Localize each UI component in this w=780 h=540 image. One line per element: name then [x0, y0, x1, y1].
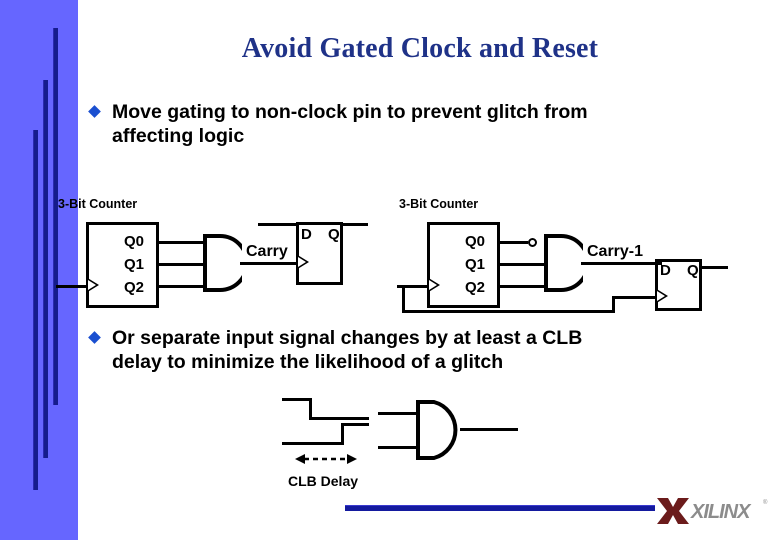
circuit-right-pin-q0: Q0 [465, 233, 486, 250]
waveform-and-gate-icon [416, 400, 458, 460]
circuit-right-carry1-label: Carry-1 [587, 243, 644, 260]
circuit-left-q0-wire [159, 241, 204, 244]
circuit-left-clock-wire [56, 285, 88, 288]
circuit-left-and-gate-icon [203, 234, 242, 292]
circuit-left-label: 3-Bit Counter [58, 197, 138, 211]
sidebar-band [0, 0, 78, 540]
circuit-right-q1-wire [500, 263, 545, 266]
circuit-left-ff-clock-triangle-inner [298, 257, 306, 267]
bullet-1-text: Move gating to non-clock pin to prevent … [112, 100, 588, 148]
circuit-right-clock-wire [397, 285, 428, 288]
circuit-right-pin-q2: Q2 [465, 279, 486, 296]
waveform-and-input-top-wire [378, 412, 418, 415]
circuit-left-pin-q1: Q1 [124, 256, 145, 273]
circuit-left-carry-label: Carry [246, 243, 288, 260]
accent-bar-long [53, 28, 58, 405]
bullet-2-line-2: delay to minimize the likelihood of a gl… [112, 351, 504, 373]
bullet-1-line-1: Move gating to non-clock pin to prevent … [112, 101, 588, 123]
waveform-bottom-high-segment [341, 423, 369, 426]
waveform-top-low-segment [309, 417, 369, 420]
waveform-bottom-rising-edge [341, 423, 344, 445]
circuit-left-pin-q0: Q0 [124, 233, 145, 250]
bullet-item-2: Or separate input signal changes by at l… [88, 326, 750, 374]
bullet-diamond-icon-2 [88, 331, 101, 344]
clb-delay-arrow-icon [295, 454, 357, 464]
accent-bar-medium [43, 80, 48, 458]
waveform-and-input-bottom-wire [378, 446, 418, 449]
page-title: Avoid Gated Clock and Reset [241, 33, 599, 64]
circuit-left-ff-d-label: D [301, 226, 312, 243]
clb-delay-caption: CLB Delay [288, 473, 359, 489]
circuit-left-pin-q2: Q2 [124, 279, 145, 296]
circuit-right-clock-triangle-inner [429, 280, 437, 290]
circuit-right-label: 3-Bit Counter [399, 197, 479, 211]
accent-bar-short [33, 130, 38, 490]
circuit-right-counter-box [427, 222, 500, 308]
circuit-right-flipflop-box [655, 259, 702, 311]
circuit-left-ff-d-input-wire [258, 223, 298, 226]
bullet-2-text: Or separate input signal changes by at l… [112, 326, 582, 374]
circuit-right-feedback-wire-down [402, 285, 405, 313]
circuit-right-and-gate-icon [544, 234, 583, 292]
bullet-item-1: Move gating to non-clock pin to prevent … [88, 100, 750, 148]
circuit-left-ff-q-label: Q [328, 226, 340, 243]
footer-rule [345, 505, 655, 511]
xilinx-logo-trademark: ® [763, 500, 768, 506]
bullet-diamond-icon [88, 105, 101, 118]
circuit-right-ff-clock-triangle-inner [657, 291, 665, 301]
circuit-left-q1-wire [159, 263, 204, 266]
circuit-left-ff-q-output-wire [342, 223, 368, 226]
circuit-right-feedback-wire-up [612, 296, 615, 313]
circuit-right-inverter-bubble-icon [528, 238, 537, 247]
xilinx-logo-text: XILINX [691, 501, 750, 523]
waveform-top-high-segment [282, 398, 312, 401]
circuit-right-ff-q-label: Q [687, 262, 699, 279]
circuit-left-flipflop-box [296, 222, 343, 285]
circuit-left-q2-wire [159, 285, 204, 288]
waveform-and-output-wire [460, 428, 518, 431]
circuit-right-carry1-wire [581, 262, 662, 265]
bullet-2-line-1: Or separate input signal changes by at l… [112, 327, 583, 349]
circuit-left-counter-box [86, 222, 159, 308]
circuit-right-q2-wire [500, 285, 545, 288]
xilinx-logo-mark-icon [657, 498, 689, 524]
waveform-bottom-low-segment [282, 442, 344, 445]
circuit-right-ff-q-output-wire [702, 266, 728, 269]
circuit-right-feedback-wire-top [612, 296, 657, 299]
waveform-top-falling-edge [309, 398, 312, 420]
circuit-right-ff-d-label: D [660, 262, 671, 279]
bullet-1-line-2: affecting logic [112, 125, 245, 147]
circuit-right-q0-wire [500, 241, 528, 244]
circuit-right-feedback-wire-bottom [402, 310, 615, 313]
circuit-left-clock-triangle-inner [88, 280, 96, 290]
circuit-right-pin-q1: Q1 [465, 256, 486, 273]
circuit-left-carry-wire [240, 262, 304, 265]
